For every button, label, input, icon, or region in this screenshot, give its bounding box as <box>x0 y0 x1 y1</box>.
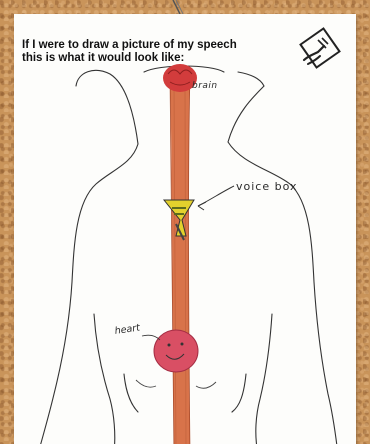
heading-line-1: If I were to draw a picture of my speech <box>22 39 282 52</box>
speech-drawing <box>14 14 356 444</box>
push-pin-string <box>170 0 186 14</box>
drawing-hand-icon <box>294 26 342 74</box>
heading-line-2: this is what it would look like: <box>22 52 282 65</box>
label-brain: brain <box>192 81 218 91</box>
worksheet-paper: If I were to draw a picture of my speech… <box>14 14 356 444</box>
voice-box-arrow <box>198 186 234 210</box>
worksheet-heading: If I were to draw a picture of my speech… <box>22 39 282 65</box>
label-voice-box: voice box <box>236 180 298 193</box>
windpipe <box>170 74 190 444</box>
